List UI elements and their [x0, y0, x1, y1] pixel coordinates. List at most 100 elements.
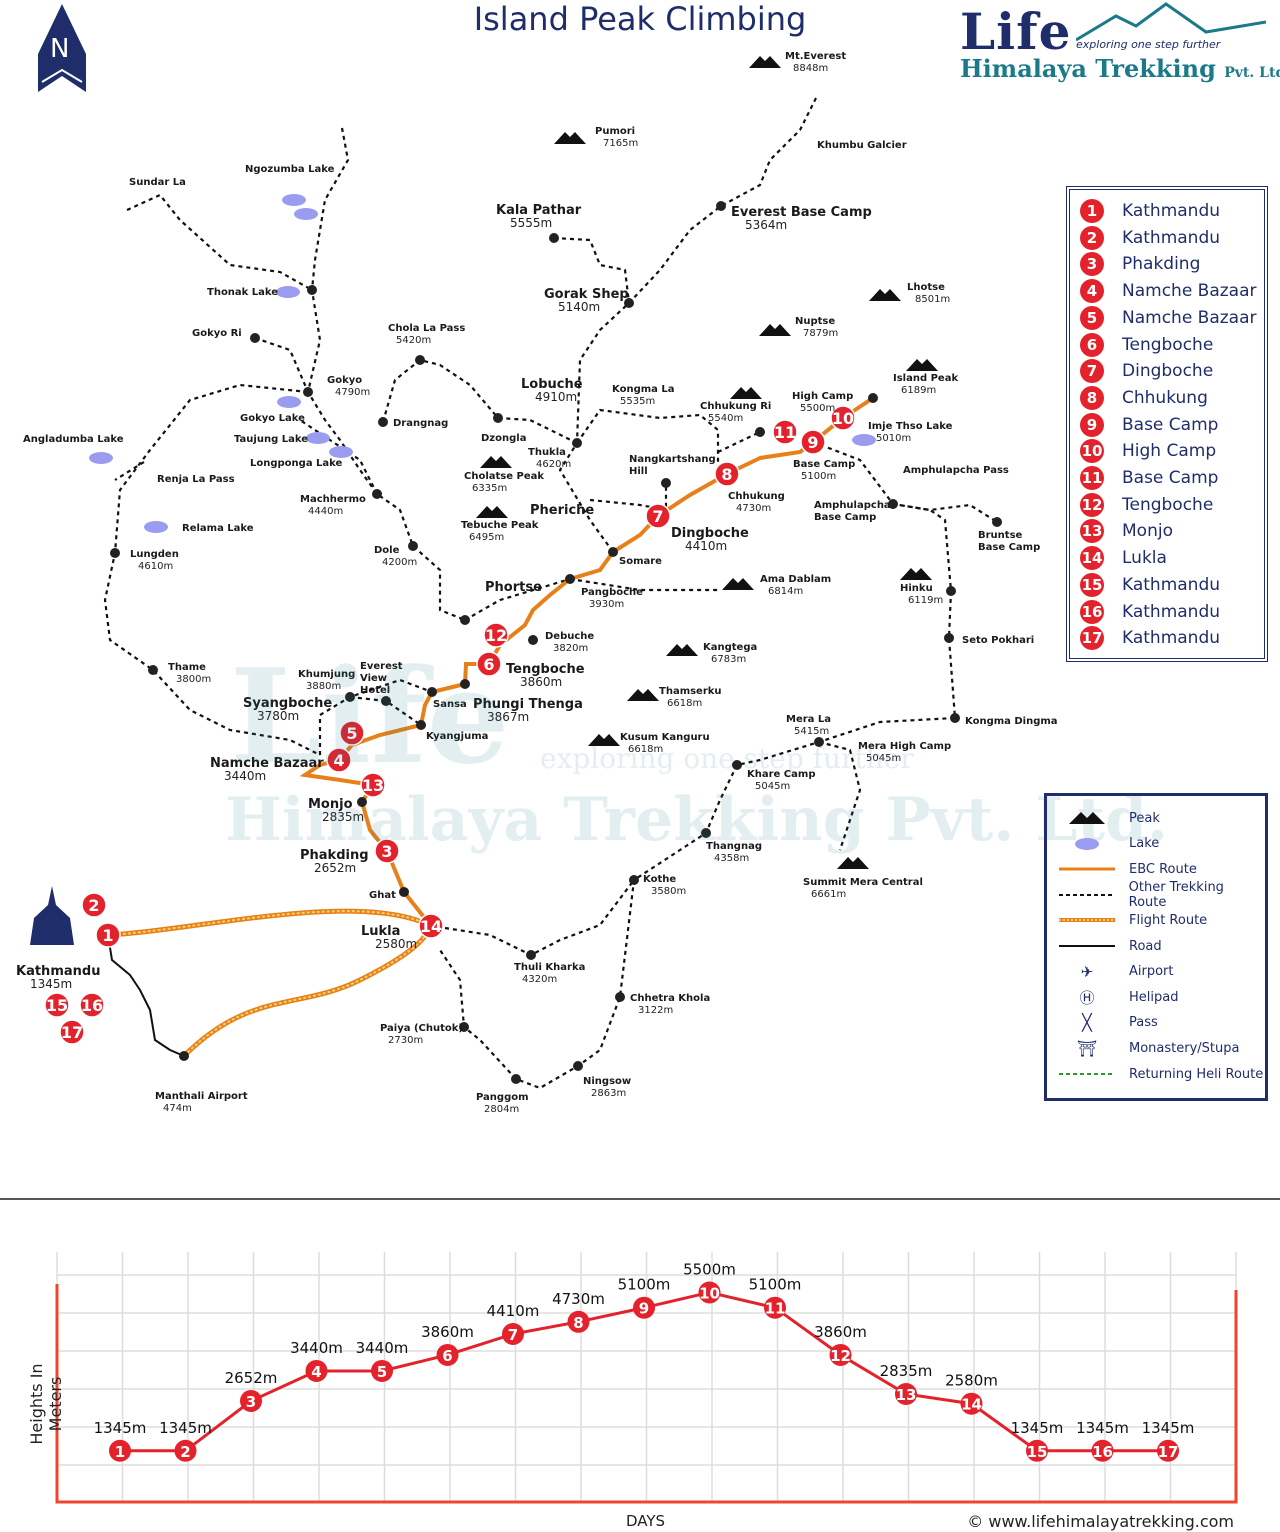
waypoint-dot — [381, 696, 391, 706]
waypoint-dot — [528, 635, 538, 645]
itinerary-marker: 10 — [830, 405, 856, 431]
svg-text:11: 11 — [765, 1300, 786, 1318]
day-number: 3 — [1080, 252, 1104, 277]
place-label: Cholatse Peak — [464, 471, 544, 482]
place-elevation: 7165m — [603, 138, 638, 149]
waypoint-dot — [460, 615, 470, 625]
chart-axes — [55, 1284, 1238, 1504]
elevation-point: 1 — [109, 1439, 131, 1462]
legend-label: Returning Heli Route — [1129, 1066, 1264, 1082]
peak-icon — [722, 578, 754, 590]
legend-item: ✈Airport — [1057, 960, 1174, 984]
svg-text:17: 17 — [1158, 1443, 1179, 1461]
place-label: Dole — [374, 545, 400, 556]
elevation-point: 7 — [502, 1323, 524, 1345]
lake-icons — [89, 194, 876, 533]
other-route-line — [1057, 892, 1117, 898]
place-label: Khare Camp — [747, 769, 815, 780]
waypoint-dot — [179, 1051, 189, 1061]
place-elevation: 2652m — [314, 861, 356, 875]
place-label: Pumori — [595, 126, 635, 137]
place-label: Mera High Camp — [858, 741, 951, 752]
place-label: Everest Base Camp — [731, 205, 872, 220]
logo-company: Himalaya Trekking Pvt. Ltd. — [960, 54, 1280, 83]
place-elevation: 1345m — [30, 977, 72, 991]
svg-text:2: 2 — [88, 896, 99, 915]
logo-brand: Life — [960, 2, 1072, 61]
svg-text:12: 12 — [830, 1347, 851, 1365]
legend-label: Other Trekking Route — [1128, 879, 1224, 910]
waypoint-dot — [661, 478, 671, 488]
svg-text:5: 5 — [377, 1363, 387, 1381]
itinerary-marker: 6 — [476, 651, 502, 677]
place-elevation: 2863m — [591, 1088, 626, 1099]
itinerary-marker: 9 — [800, 429, 826, 455]
place-elevation: 5140m — [558, 300, 600, 314]
chart-y-label: Heights In Meters — [27, 1363, 65, 1445]
itinerary-marker: 16 — [79, 992, 105, 1018]
flight-routes — [107, 908, 434, 1058]
place-label: Chhukung Ri — [700, 401, 771, 412]
place-label: Ghat — [369, 890, 396, 901]
road-line — [1057, 943, 1117, 949]
other-trekking-routes — [103, 97, 998, 1090]
svg-text:5: 5 — [346, 724, 357, 743]
place-label: Khumbu Galcier — [817, 140, 907, 151]
itinerary-label: High Camp — [1122, 441, 1217, 462]
peak-icon — [476, 506, 508, 518]
place-elevation: 5364m — [745, 218, 787, 232]
place-elevation: 5045m — [755, 781, 790, 792]
place-elevation: 3930m — [589, 599, 624, 610]
lake-icon — [144, 521, 168, 533]
place-label: Kyangjuma — [426, 731, 488, 742]
svg-text:14: 14 — [420, 917, 442, 936]
itinerary-label: Namche Bazaar — [1122, 281, 1257, 302]
place-label: Pheriche — [530, 503, 594, 518]
itinerary-label: Chhukung — [1122, 387, 1208, 408]
place-label: Chola La Pass — [388, 323, 465, 334]
place-elevation: 6119m — [908, 595, 943, 606]
place-label: Hinku — [900, 583, 933, 594]
place-elevation: 4440m — [308, 506, 343, 517]
place-label: Kongma La — [612, 384, 675, 395]
itinerary-label: Tengboche — [1122, 334, 1214, 355]
peak-icon — [627, 689, 659, 701]
data-label: 1345m — [159, 1419, 212, 1437]
place-elevation: 3580m — [651, 886, 686, 897]
waypoint-dot — [250, 333, 260, 343]
place-label: Lungden — [130, 549, 179, 560]
place-label: Lukla — [361, 924, 400, 939]
waypoint-dot — [716, 201, 726, 211]
place-elevation: 4610m — [138, 561, 173, 572]
ebc-route-line — [1057, 866, 1117, 872]
place-elevation: 6335m — [472, 483, 507, 494]
place-label: Gokyo Ri — [192, 328, 242, 339]
place-label: Namche Bazaar — [210, 756, 324, 771]
elevation-point: 17 — [1157, 1439, 1179, 1462]
legend-item: Lake — [1057, 832, 1159, 856]
place-elevation: 3800m — [176, 674, 211, 685]
data-label: 5100m — [749, 1276, 802, 1294]
place-label: Manthali Airport — [155, 1091, 248, 1102]
day-number: 14 — [1080, 546, 1104, 571]
place-label: Chhukung — [728, 491, 785, 502]
waypoint-dot — [624, 298, 634, 308]
data-label: 2652m — [225, 1369, 278, 1387]
waypoint-dot — [549, 233, 559, 243]
place-label: Nangkartshang Hill — [629, 454, 719, 477]
place-label: Ama Dablam — [760, 574, 831, 585]
svg-text:1: 1 — [102, 926, 113, 945]
place-label: Longponga Lake — [250, 458, 343, 469]
place-elevation: 6783m — [711, 654, 746, 665]
place-elevation: 7879m — [803, 328, 838, 339]
svg-text:9: 9 — [807, 433, 818, 452]
place-elevation: 5500m — [800, 403, 835, 414]
place-elevation: 2835m — [322, 810, 364, 824]
itinerary-label: Kathmandu — [1122, 227, 1221, 248]
